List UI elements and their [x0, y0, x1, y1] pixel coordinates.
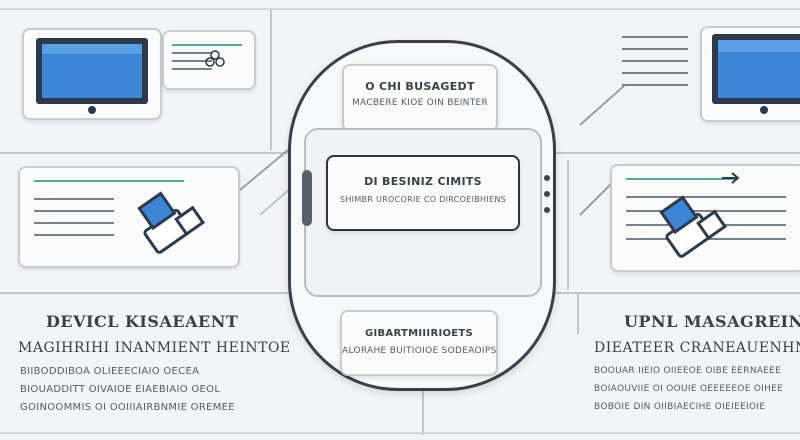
side-buttons-right — [544, 175, 550, 213]
right-caption-row-3: BOBOIE DIN OIIBIAECIHE OIEIEEIOIE — [594, 402, 766, 412]
bottom-rule — [0, 432, 800, 434]
left-device-panel — [18, 166, 240, 268]
monitor-icon-right — [712, 34, 800, 114]
center-mid-title: DI BESINIZ CIMITS — [364, 175, 482, 188]
arrow-icon — [722, 172, 740, 184]
right-monitor-panel — [700, 26, 800, 122]
center-bottom-box: GIBARTMIIIRIOETS ALORAHE BUITIOIOE SODEA… — [340, 310, 498, 376]
left-monitor-panel — [22, 28, 162, 120]
left-caption-row-1: BIIBODDIBOA OLIEEECIAIO OECEA — [20, 366, 200, 377]
center-mid-subtitle: SHIMBR UROCORIE CO DIRCOEIBHIENS — [339, 195, 507, 204]
center-bottom-subtitle: ALORAHE BUITIOIOE SODEAOIPS — [342, 346, 497, 356]
top-rule — [0, 8, 800, 10]
left-caption-title: DEVICL KISAEAENT — [46, 312, 239, 331]
center-bottom-connector — [422, 385, 424, 435]
center-bottom-title: GIBARTMIIIRIOETS — [364, 328, 474, 339]
right-caption-row-2: BOIAOUVIIE OI OOUIE OEEEEEOE OIHEE — [594, 384, 784, 394]
right-vertical-connector — [567, 160, 569, 290]
monitor-icon — [36, 38, 148, 114]
right-lower-vertical — [577, 294, 579, 334]
flower-icon — [205, 50, 225, 67]
usb-drive-icon-right — [659, 195, 728, 258]
right-horizontal-connector — [548, 152, 800, 154]
center-mid-box: DI BESINIZ CIMITS SHIMBR UROCORIE CO DIR… — [326, 155, 520, 231]
right-lower-divider — [548, 292, 800, 294]
right-caption-subtitle: DIEATEER CRANEAUENHNT — [594, 340, 800, 356]
right-caption-title: UPNL MASAGREIN — [624, 312, 800, 331]
right-top-text-lines — [622, 36, 692, 96]
side-knob-left — [302, 170, 312, 226]
right-caption-row-1: BOOUAR IIEIO OIIEEOE OIBE EERNAEEE — [594, 366, 782, 376]
left-vertical-connector — [270, 10, 272, 150]
center-top-subtitle: MACBERE KIOE OIN BEINTER — [351, 98, 489, 108]
left-lower-divider — [0, 292, 290, 294]
left-horizontal-connector — [0, 152, 290, 154]
left-caption-row-2: BIOUADDITT OIVAIOE EIAEBIAIO OEOL — [20, 384, 221, 395]
right-device-panel — [610, 164, 800, 272]
left-top-info-panel — [162, 30, 256, 90]
left-caption-subtitle: MAGIHRIHI INANMIENT HEINTOE — [18, 340, 291, 356]
center-top-box: O CHI BUSAGEDT MACBERE KIOE OIN BEINTER — [342, 64, 498, 132]
left-caption-row-3: GOINOOMMIS OI OOIIIAIRBNMIE OREMEE — [20, 402, 235, 413]
usb-drive-icon — [137, 191, 206, 254]
center-top-title: O CHI BUSAGEDT — [365, 80, 475, 93]
